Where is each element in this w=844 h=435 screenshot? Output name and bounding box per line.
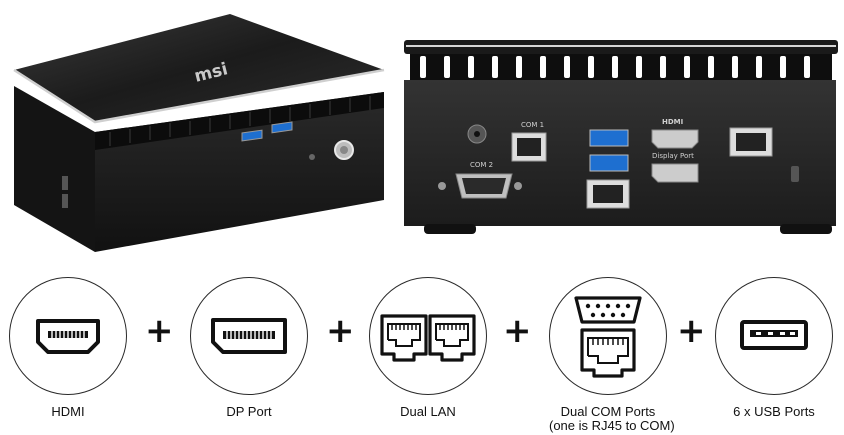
serial-rj45-icon [574, 296, 642, 378]
feature-usb: 6 x USB Ports [715, 277, 833, 419]
plus-separator: + [503, 311, 532, 351]
feature-circle [190, 277, 308, 395]
product-photo: msi [13, 14, 838, 252]
feature-lan: Dual LAN [369, 277, 487, 419]
feature-circle [549, 277, 667, 395]
feature-label-hdmi: HDMI [51, 404, 85, 419]
plus-separator: + [677, 311, 706, 351]
feature-label-usb: 6 x USB Ports [733, 404, 815, 419]
feature-dp: DP Port [190, 277, 308, 419]
com1-label: COM 1 [521, 121, 544, 129]
feature-circle [715, 277, 833, 395]
feature-label-dp: DP Port [226, 404, 272, 419]
dual-rj45-icon [380, 314, 476, 362]
feature-circle [9, 277, 127, 395]
feature-label-lan: Dual LAN [400, 404, 456, 419]
mini-pc-front-view: msi [13, 14, 385, 252]
mini-pc-rear-view: COM 1 COM 2 HDMI Display Port [404, 40, 838, 234]
feature-circle [369, 277, 487, 395]
plus-separator: + [145, 311, 174, 351]
com2-label: COM 2 [470, 161, 493, 169]
usb-port-icon [740, 320, 808, 350]
plus-separator: + [326, 311, 355, 351]
feature-label-com-line2: (one is RJ45 to COM) [549, 418, 675, 433]
feature-hdmi: HDMI [9, 277, 127, 419]
feature-label-com: Dual COM Ports (one is RJ45 to COM) [549, 404, 675, 433]
displayport-rear-label: Display Port [652, 152, 694, 160]
hdmi-rear-label: HDMI [662, 118, 683, 126]
feature-com: Dual COM Ports (one is RJ45 to COM) [549, 277, 675, 433]
feature-label-com-line1: Dual COM Ports [560, 404, 656, 419]
displayport-icon [211, 318, 287, 354]
hdmi-port-icon [36, 319, 100, 354]
